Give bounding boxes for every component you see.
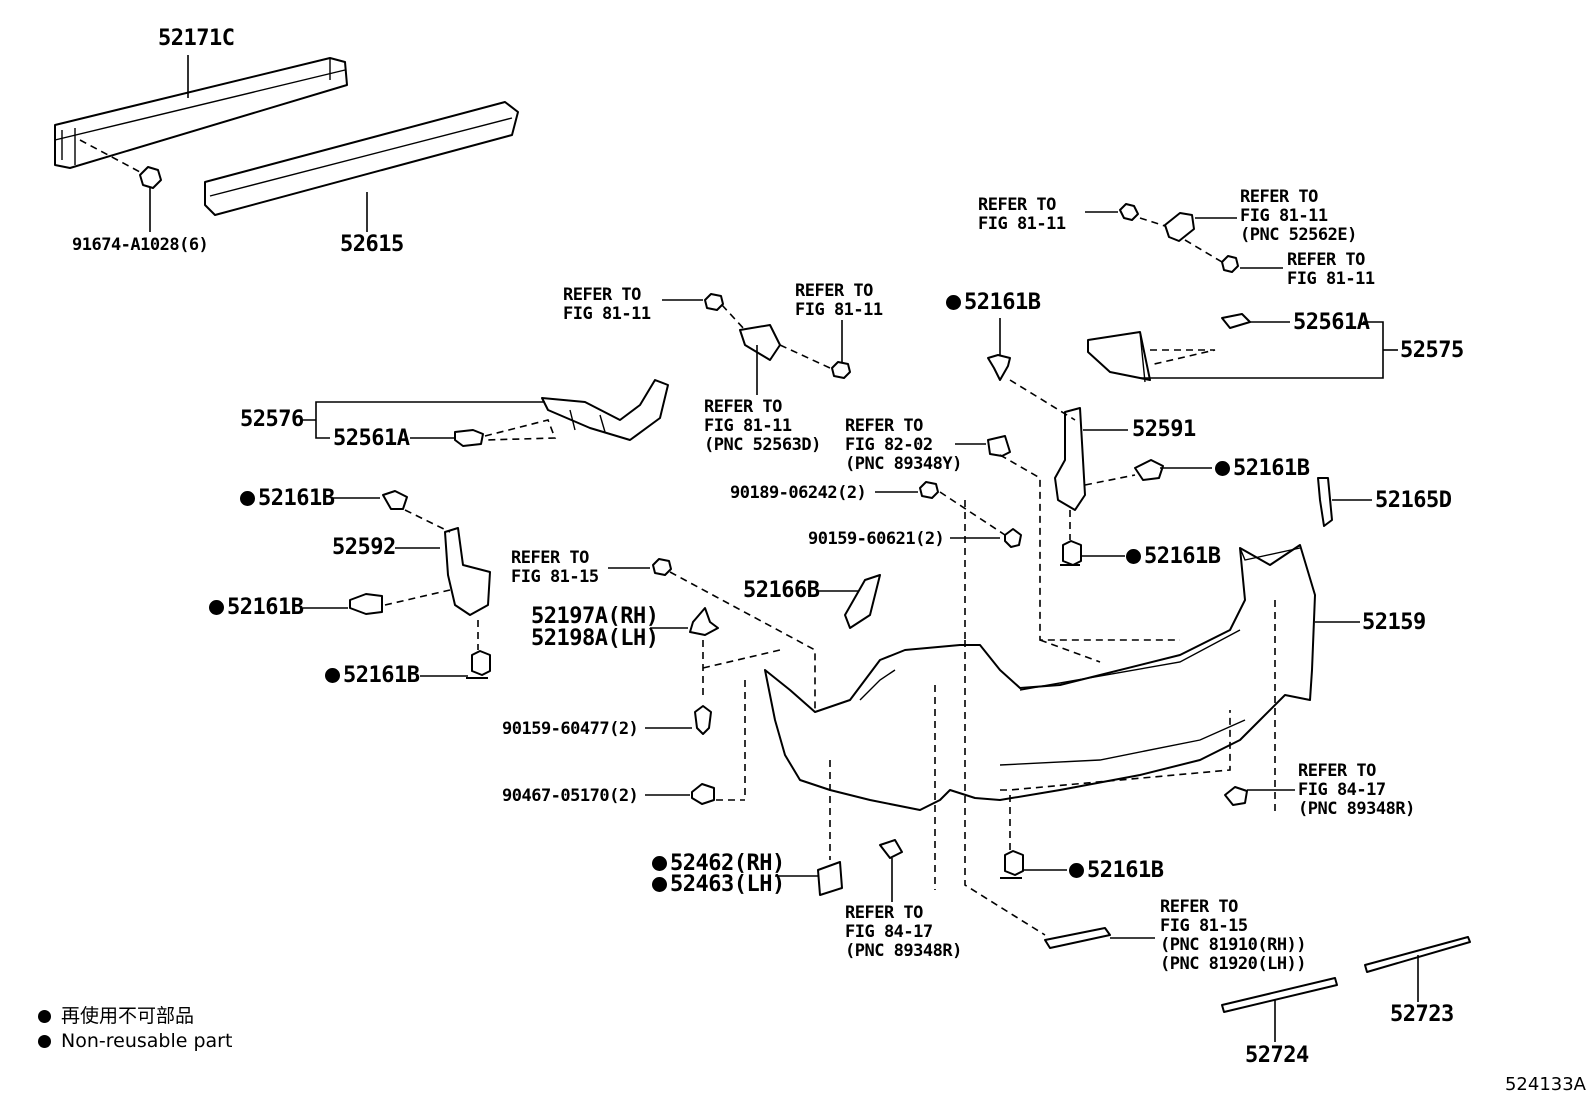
non-reusable-dot-icon: [325, 668, 340, 683]
part-label-52159: 52159: [1362, 610, 1426, 635]
part-label-91674: 91674-A1028(6): [72, 235, 209, 255]
energy-absorber-drawing: [204, 101, 519, 216]
part-label-52561A-left: 52561A: [333, 426, 410, 451]
part-label-90159-b: 90159-60477(2): [502, 719, 639, 739]
part-label-52161B-c: 52161B: [1126, 546, 1221, 568]
bracket-52576-drawing: [300, 379, 669, 447]
part-label-52161B-a: 52161B: [946, 292, 1041, 314]
part-label-52161B-d: 52161B: [240, 488, 335, 510]
part-label-52576: 52576: [240, 407, 304, 432]
bracket-52591-drawing: [1054, 407, 1212, 566]
diagram-id: 524133A: [1504, 1074, 1586, 1095]
part-label-52171C: 52171C: [158, 26, 235, 51]
molding-52724-drawing: [1221, 977, 1338, 1042]
ref-label-fig8115: REFER TO FIG 81-15: [511, 548, 599, 587]
part-label-52197A: 52197A(RH): [531, 604, 659, 629]
part-label-52161B-g: 52161B: [1069, 860, 1164, 882]
clip-fig8417-right-drawing: [1224, 786, 1295, 806]
part-label-52615: 52615: [340, 232, 404, 257]
ref-label-mid-2: REFER TO FIG 81-11: [795, 281, 883, 320]
part-label-52161B-f: 52161B: [325, 665, 420, 687]
seal-52165D-drawing: [1317, 477, 1333, 527]
part-label-52161B-e: 52161B: [209, 597, 304, 619]
non-reusable-dot-icon: [946, 295, 961, 310]
part-label-90159-a: 90159-60621(2): [808, 529, 945, 549]
molding-52723-drawing: [1364, 936, 1471, 1002]
legend-japanese: 再使用不可部品: [38, 1006, 194, 1026]
ref-label-mid-4: REFER TO FIG 82-02 (PNC 89348Y): [845, 416, 962, 474]
ref-label-fig8417-bottom: REFER TO FIG 84-17 (PNC 89348R): [845, 903, 962, 961]
reflector-81910-drawing: [1044, 927, 1155, 949]
retainer-52197A-drawing: [645, 607, 781, 805]
non-reusable-dot-icon: [1215, 461, 1230, 476]
part-label-52463: 52463(LH): [652, 874, 785, 896]
non-reusable-dot-icon: [1126, 549, 1141, 564]
part-label-52462: 52462(RH): [652, 853, 785, 875]
non-reusable-dot-icon: [240, 491, 255, 506]
ref-label-mid-1: REFER TO FIG 81-11: [563, 285, 651, 324]
bolt-91674-drawing: [79, 139, 162, 232]
non-reusable-dot-icon: [38, 1010, 51, 1023]
clip-fig8417-bottom-drawing: [879, 839, 903, 902]
part-label-52592: 52592: [332, 535, 396, 560]
ref-label-top-left: REFER TO FIG 81-11: [978, 195, 1066, 234]
part-label-52591: 52591: [1132, 417, 1196, 442]
clip-89348Y-drawing: [875, 435, 1180, 641]
part-label-52561A-right: 52561A: [1293, 310, 1370, 335]
bracket-mid-drawing: [662, 293, 851, 395]
part-label-90467: 90467-05170(2): [502, 786, 639, 806]
non-reusable-dot-icon: [652, 877, 667, 892]
clip-52161B-top-drawing: [987, 318, 1076, 421]
part-label-52166B: 52166B: [743, 578, 820, 603]
part-label-52575: 52575: [1400, 338, 1464, 363]
ref-label-top-right-2: REFER TO FIG 81-11: [1287, 250, 1375, 289]
part-label-52198A: 52198A(LH): [531, 626, 659, 651]
bracket-52592-drawing: [303, 490, 491, 679]
reflector-52166B-drawing: [844, 574, 881, 629]
ref-label-mid-3: REFER TO FIG 81-11 (PNC 52563D): [704, 397, 821, 455]
part-label-90189: 90189-06242(2): [730, 483, 867, 503]
part-label-52161B-b: 52161B: [1215, 458, 1310, 480]
bolt-fig8115-drawing: [608, 558, 816, 712]
non-reusable-dot-icon: [1069, 863, 1084, 878]
bracket-top-right-drawing: [1085, 203, 1283, 273]
bumper-cover-drawing: [764, 544, 1360, 936]
cap-52462-drawing: [775, 760, 843, 896]
part-label-52723: 52723: [1390, 1002, 1454, 1027]
reinforcement-bar-drawing: [54, 57, 348, 169]
ref-label-fig8417-right: REFER TO FIG 84-17 (PNC 89348R): [1298, 761, 1415, 819]
non-reusable-dot-icon: [652, 856, 667, 871]
non-reusable-dot-icon: [38, 1035, 51, 1048]
part-label-52165D: 52165D: [1375, 488, 1452, 513]
legend-english: Non-reusable part: [38, 1031, 232, 1051]
part-label-52724: 52724: [1245, 1043, 1309, 1068]
clip-52161B-bottom-drawing: [1000, 850, 1067, 879]
non-reusable-dot-icon: [209, 600, 224, 615]
ref-label-fig8115-bottom: REFER TO FIG 81-15 (PNC 81910(RH)) (PNC …: [1160, 897, 1307, 974]
bracket-52575-drawing: [1087, 313, 1398, 383]
ref-label-top-right-1: REFER TO FIG 81-11 (PNC 52562E): [1240, 187, 1357, 245]
